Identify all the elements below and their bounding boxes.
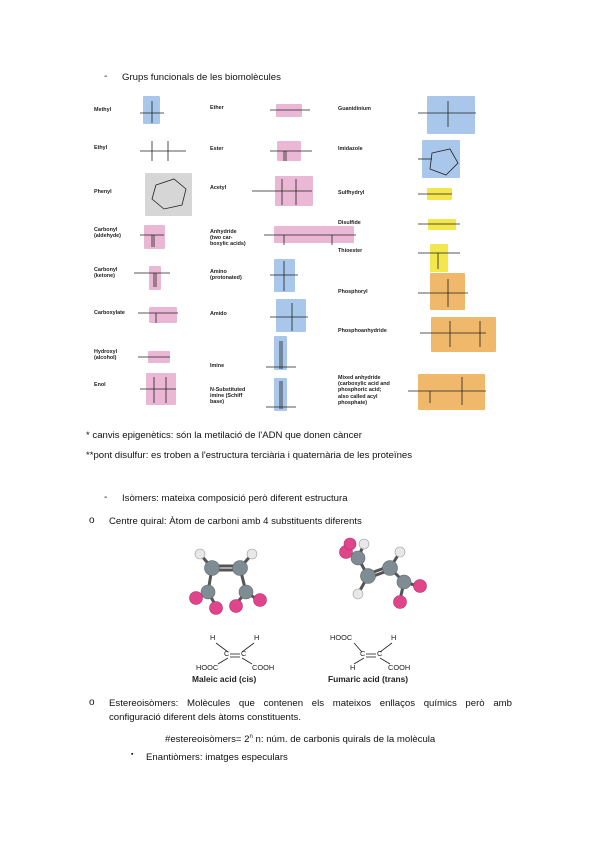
aldehyde-highlight xyxy=(144,225,165,249)
formula-prefix: #estereoisòmers= 2 xyxy=(165,734,250,746)
functional-group-name: Amido xyxy=(210,311,227,317)
mixed-anhydride-highlight xyxy=(418,374,485,410)
molecule-models: H H C C HOOC COOH HOOC H C C H COOH xyxy=(189,537,427,672)
functional-group-name: Carboxylate xyxy=(94,310,125,316)
functional-group-name: Acetyl xyxy=(210,185,227,191)
maleic-acid-model xyxy=(189,548,267,615)
fumaric-c-left: C xyxy=(360,649,366,658)
disulfide-highlight xyxy=(428,219,456,230)
maleic-c-left: C xyxy=(224,649,230,658)
functional-group-name: Phosphoryl xyxy=(338,289,368,295)
functional-group-name: Methyl xyxy=(94,107,112,113)
fumaric-hydrogen-atom xyxy=(394,546,406,558)
stereoisomers-bullet: o xyxy=(89,697,95,708)
stereoisomers-line1: Estereoisòmers: Molècules que contenen e… xyxy=(109,698,512,709)
methyl-highlight xyxy=(143,96,160,124)
maleic-c-right: C xyxy=(241,649,247,658)
functional-group-name: Imidazole xyxy=(338,146,363,152)
enantiomers-text: Enantiòmers: imatges especulars xyxy=(146,752,288,763)
footnote-epigenetic: * canvis epigenètics: són la metilació d… xyxy=(86,430,362,441)
functional-group-name: Ester xyxy=(210,146,224,152)
functional-group-name: Anhydride (two car- boxylic acids) xyxy=(210,229,246,248)
functional-group-name: Imine xyxy=(210,363,225,369)
functional-group-name: Phenyl xyxy=(94,189,112,195)
chiral-bullet: o xyxy=(89,515,95,526)
fumaric-carbon-atom xyxy=(382,560,398,576)
maleic-carbon-atom xyxy=(204,560,220,576)
maleic-fumaric-figure: H H C C HOOC COOH HOOC H C C H COOH Male… xyxy=(178,536,438,686)
maleic-h-right: H xyxy=(254,633,259,642)
functional-group-structures xyxy=(134,101,486,409)
maleic-acid-caption: Maleic acid (cis) xyxy=(192,674,257,684)
formula-suffix: n: núm. de carbonis quirals de la molècu… xyxy=(252,734,436,746)
fumaric-carbon-atom xyxy=(360,568,376,584)
maleic-carbon-atom xyxy=(238,584,254,600)
functional-group-name: Thioester xyxy=(338,248,363,254)
maleic-h-left: H xyxy=(210,633,215,642)
stereoisomer-count-formula: #estereoisòmers= 2n n: núm. de carbonis … xyxy=(165,731,435,746)
section-heading-isomers: Isòmers: mateixa composició però diferen… xyxy=(122,493,348,504)
functional-group-name: Guanidinium xyxy=(338,106,371,112)
fumaric-hydrogen-atom xyxy=(358,538,370,550)
schiff-base-highlight xyxy=(274,378,287,411)
phosphoanhydride-highlight xyxy=(431,317,496,352)
fumaric-carbon-atom xyxy=(396,574,412,590)
functional-group-name: N-Substituted imine (Schiff base) xyxy=(210,387,246,406)
maleic-carbon-atom xyxy=(232,560,248,576)
thioester-highlight xyxy=(430,244,448,272)
maleic-oxygen-atom xyxy=(253,593,267,607)
functional-group-name: Enol xyxy=(94,382,106,388)
maleic-oxygen-atom xyxy=(209,601,223,615)
phenyl-highlight xyxy=(145,173,192,216)
fumaric-oxygen-atom xyxy=(413,579,427,593)
enantiomers-bullet: ▪ xyxy=(131,751,134,758)
fumaric-hydrogen-atom xyxy=(352,588,364,600)
ether-highlight xyxy=(276,104,302,117)
formula-exponent: n xyxy=(249,734,253,740)
maleic-carbon-atom xyxy=(200,584,216,600)
fumaric-carbon-atom xyxy=(350,550,366,566)
functional-group-name: Carbonyl (ketone) xyxy=(94,267,118,280)
fumaric-oxygen-atom xyxy=(343,537,357,551)
functional-group-name: Mixed anhydride (carboxylic acid and pho… xyxy=(338,375,390,406)
maleic-hydrogen-atom xyxy=(246,548,258,560)
functional-group-name: Amino (protonated) xyxy=(210,269,242,282)
fumaric-oxygen-atom xyxy=(393,595,407,609)
footnote-disulfide: **pont disulfur: es troben a l'estructur… xyxy=(86,450,413,461)
amino-highlight xyxy=(274,259,295,292)
fumaric-h-top: H xyxy=(391,633,396,642)
functional-group-name: Carbonyl (aldehyde) xyxy=(94,227,121,240)
ketone-highlight xyxy=(149,266,161,290)
fumaric-hooc: HOOC xyxy=(330,633,353,642)
functional-group-name: Hydroxyl (alcohol) xyxy=(94,349,118,362)
maleic-hydrogen-atom xyxy=(194,548,206,560)
heading-bullet: - xyxy=(104,71,108,82)
functional-group-name: Disulfide xyxy=(338,220,361,226)
fumaric-h-bottom: H xyxy=(350,663,355,672)
functional-group-name: Ether xyxy=(210,105,224,111)
functional-group-name: Ethyl xyxy=(94,145,108,151)
isomers-bullet: - xyxy=(104,492,108,503)
maleic-oxygen-atom xyxy=(229,599,243,613)
fumaric-acid-model xyxy=(339,537,427,609)
section-heading-functional-groups: Grups funcionals de les biomolècules xyxy=(122,72,281,83)
maleic-hooc: HOOC xyxy=(196,663,219,672)
fumaric-acid-caption: Fumaric acid (trans) xyxy=(328,674,409,684)
functional-group-name: Sulfhydryl xyxy=(338,190,365,196)
maleic-cooh: COOH xyxy=(252,663,274,672)
chiral-center-text: Centre quiral: Àtom de carboni amb 4 sub… xyxy=(109,516,362,527)
stereoisomers-line2: configuració diferent dels àtoms constit… xyxy=(109,712,301,723)
functional-group-name: Phosphoanhydride xyxy=(338,328,387,334)
fumaric-cooh: COOH xyxy=(388,663,410,672)
maleic-oxygen-atom xyxy=(189,591,203,605)
anhydride-highlight xyxy=(274,226,354,243)
amido-highlight xyxy=(276,299,306,332)
fumaric-c-right: C xyxy=(377,649,383,658)
imine-highlight xyxy=(274,336,287,370)
guanidinium-highlight xyxy=(427,96,475,134)
phosphoryl-highlight xyxy=(430,273,465,310)
